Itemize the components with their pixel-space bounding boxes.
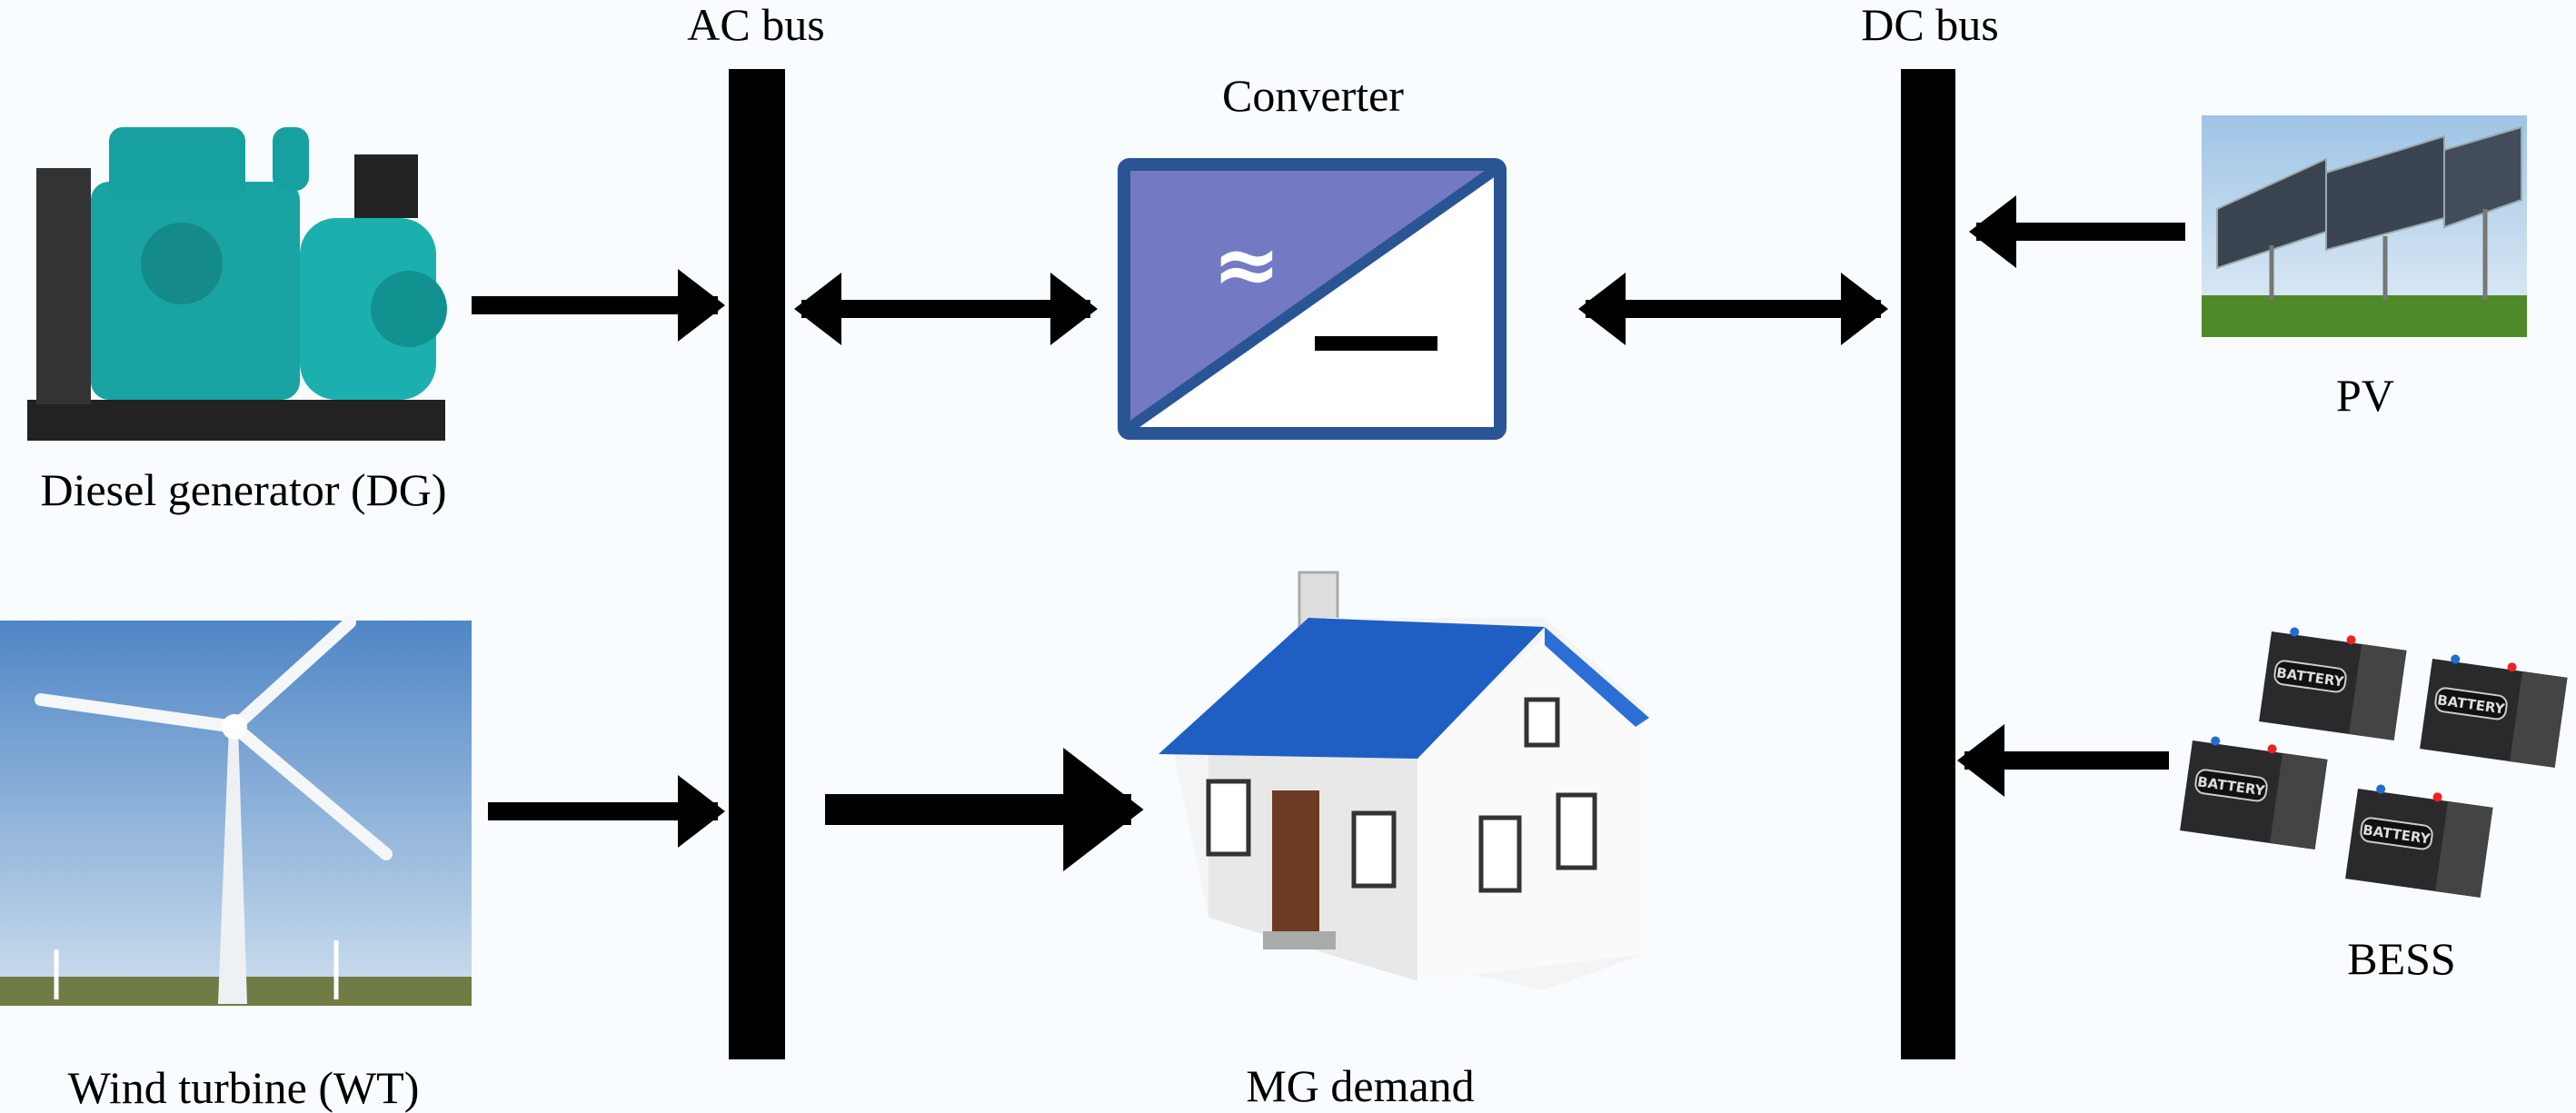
dg-label: Diesel generator (DG) [40,464,446,515]
ac-symbol: ≈ [1212,217,1280,313]
battery-icon: BATTERY [2180,736,2328,850]
diesel-generator-image [27,127,447,441]
wt-label: Wind turbine (WT) [68,1062,420,1113]
battery-icon: BATTERY [2420,654,2568,768]
battery-icon: BATTERY [2345,784,2493,898]
dc-bus-label: DC bus [1861,0,1998,50]
wind-turbine-image [0,616,472,1006]
mg-demand-label: MG demand [1246,1060,1474,1111]
converter-icon: ≈ [1118,158,1507,440]
battery-bank-image: BATTERY BATTERY BATTERY BATTERY [2180,627,2568,898]
pv-image [2202,115,2527,337]
ac-bus-bar [729,69,785,1059]
battery-icon: BATTERY [2259,627,2407,740]
house-image [1159,571,1649,990]
bess-label: BESS [2347,933,2456,984]
converter-label: Converter [1222,70,1404,121]
dc-bus-bar [1901,69,1955,1059]
dc-symbol [1315,336,1437,351]
ac-bus-label: AC bus [687,0,824,50]
pv-label: PV [2336,370,2394,421]
